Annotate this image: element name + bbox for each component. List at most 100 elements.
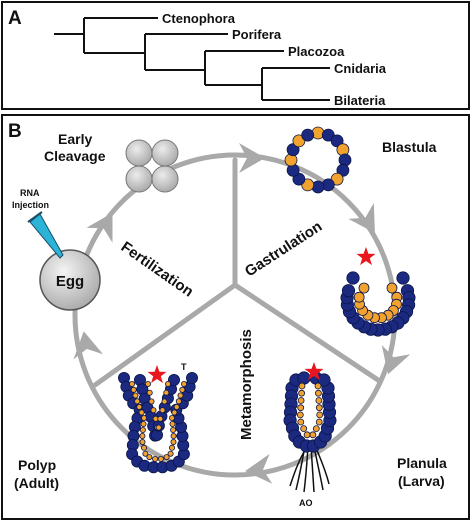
planula-inner-cell xyxy=(297,418,305,426)
label-polyp-1: Polyp xyxy=(18,457,56,473)
blastula-cell xyxy=(330,134,344,148)
star-polyp xyxy=(147,365,167,384)
polyp-endoderm-cell xyxy=(161,398,168,405)
polyp-endoderm-cell xyxy=(140,414,147,421)
polyp-endoderm-cell xyxy=(139,426,146,433)
blastula-cell xyxy=(286,163,300,177)
gastrula-lip-cell xyxy=(386,282,398,294)
planula-outer-cell xyxy=(297,371,311,385)
taxon-bilateria: Bilateria xyxy=(334,93,386,108)
label-injection: Injection xyxy=(12,200,49,210)
label-aboral-organ: AO xyxy=(299,498,313,508)
polyp-endoderm-cell xyxy=(163,389,170,396)
polyp-endoderm-cell xyxy=(170,432,177,439)
polyp-endoderm-cell xyxy=(169,420,176,427)
blastula-cell xyxy=(311,126,325,140)
polyp-endoderm-cell xyxy=(168,414,175,421)
polyp-endoderm-cell xyxy=(140,444,147,451)
arrow-top xyxy=(239,143,265,173)
taxon-placozoa: Placozoa xyxy=(288,44,345,59)
polyp-endoderm-cell xyxy=(155,424,162,431)
polyp-endoderm-cell xyxy=(157,455,164,462)
arrow-bottom xyxy=(245,453,273,484)
polyp-endoderm-cell xyxy=(139,432,146,439)
panel-b-letter: B xyxy=(8,121,22,142)
polyp-endoderm-cell xyxy=(170,438,177,445)
label-blastula: Blastula xyxy=(382,139,437,155)
polyp-endoderm-cell xyxy=(163,454,170,461)
polyp-endoderm-cell xyxy=(130,386,137,393)
planula-inner-cell xyxy=(300,425,308,433)
blastula-cell xyxy=(292,134,306,148)
arrow-right xyxy=(381,345,411,375)
polyp-endoderm-cell xyxy=(148,398,155,405)
planula-inner-cell xyxy=(314,389,322,397)
polyp-endoderm-cell xyxy=(132,392,139,399)
gastrula-outer-cell xyxy=(341,284,356,298)
blastula-cell xyxy=(330,172,344,186)
planula-inner-cell xyxy=(312,425,320,433)
polyp-endoderm-cell xyxy=(177,392,184,399)
polyp-endoderm-cell xyxy=(159,407,166,414)
arrow-upper-right xyxy=(348,203,375,234)
planula-inner-cell xyxy=(303,431,311,439)
label-planula-1: Planula xyxy=(397,455,447,471)
label-early-cleavage-2: Cleavage xyxy=(44,148,106,164)
label-early-cleavage-1: Early xyxy=(58,131,92,147)
polyp-endoderm-cell xyxy=(164,380,171,387)
planula-inner-cell xyxy=(315,397,323,404)
blastula-cell xyxy=(301,128,315,142)
planula-inner-cell xyxy=(297,397,305,404)
polyp-endoderm-cell xyxy=(167,450,174,457)
taxon-cnidaria: Cnidaria xyxy=(334,61,387,76)
planula-inner-cell xyxy=(296,411,304,419)
blastula-cell xyxy=(292,172,306,186)
polyp-endoderm-cell xyxy=(175,398,182,405)
blastula-cell xyxy=(336,163,350,177)
polyp-endoderm-cell xyxy=(173,403,180,410)
planula-inner-cell xyxy=(314,382,322,390)
planula-outer-cell xyxy=(317,373,331,387)
polyp-endoderm-cell xyxy=(146,389,153,396)
planula-inner-cell xyxy=(297,404,305,412)
gastrula-embryo xyxy=(340,271,416,337)
polyp-endoderm-cell xyxy=(168,444,175,451)
polyp-endoderm-cell xyxy=(142,450,149,457)
gastrula-lip-cell xyxy=(346,271,360,285)
gastrula-inner-cell xyxy=(353,291,365,303)
blastula-cell xyxy=(338,153,352,167)
early-cleavage-embryo xyxy=(125,139,179,193)
polyp-endoderm-cell xyxy=(152,455,159,462)
polyp-adult xyxy=(118,371,198,474)
polyp-endoderm-cell xyxy=(171,409,178,416)
planula-inner-cell xyxy=(309,431,317,439)
polyp-endoderm-cell xyxy=(140,420,147,427)
polyp-endoderm-cell xyxy=(138,409,145,416)
polyp-endoderm-cell xyxy=(157,415,164,422)
polyp-endoderm-cell xyxy=(139,438,146,445)
star-gastrula xyxy=(356,247,376,266)
blastula-embryo xyxy=(284,126,352,194)
blastula-cell xyxy=(286,143,300,157)
taxon-porifera: Porifera xyxy=(232,27,282,42)
panel-a-letter: A xyxy=(8,8,22,29)
blastula-cell xyxy=(284,153,298,167)
egg xyxy=(39,249,101,311)
polyp-endoderm-cell xyxy=(128,380,135,387)
label-metamorphosis: Metamorphosis xyxy=(238,329,255,440)
planula-inner-cell xyxy=(298,382,306,390)
label-polyp-2: (Adult) xyxy=(14,475,59,491)
arrow-upper-left xyxy=(86,212,113,243)
planula-inner-cell xyxy=(315,404,323,412)
star-planula xyxy=(304,362,324,381)
polyp-endoderm-cell xyxy=(150,407,157,414)
process-dividers xyxy=(92,157,381,388)
planula-inner-cell xyxy=(315,418,323,426)
gastrula-lip-cell xyxy=(358,282,370,294)
cycle-arrows xyxy=(73,143,411,484)
panel-a-frame xyxy=(1,1,470,110)
rna-injection-needle xyxy=(27,211,64,259)
label-tentacle: T xyxy=(181,362,187,372)
polyp-endoderm-cell xyxy=(136,403,143,410)
